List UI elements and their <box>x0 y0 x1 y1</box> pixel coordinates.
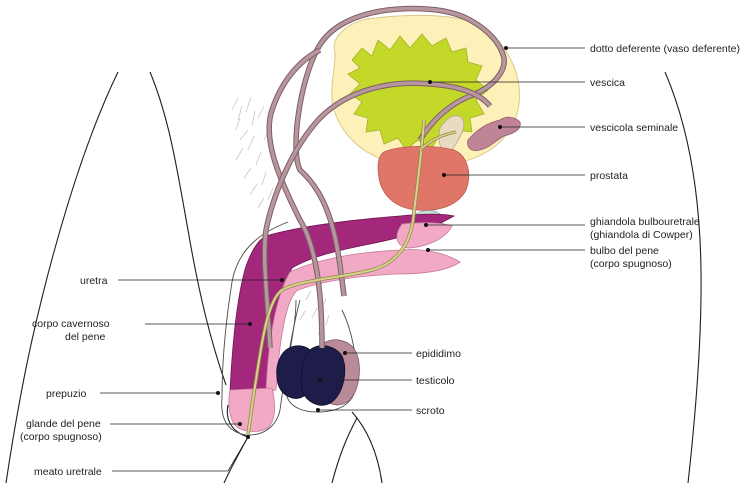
label-ghiandola-cowper: (ghiandola di Cowper) <box>590 229 693 241</box>
label-vescica: vescica <box>590 77 625 89</box>
label-glande-sub: (corpo spugnoso) <box>20 431 102 443</box>
label-bulbo-pene: bulbo del pene <box>590 245 659 257</box>
labels-left: uretra corpo cavernoso del pene prepuzio… <box>20 275 110 478</box>
label-vescicola-seminale: vescicola seminale <box>590 122 678 134</box>
testis-group <box>277 340 360 405</box>
label-scroto: scroto <box>416 405 445 417</box>
label-meato: meato uretrale <box>34 466 102 478</box>
label-glande: glande del pene <box>26 418 101 430</box>
label-prepuzio: prepuzio <box>46 388 86 400</box>
label-dotto-deferente: dotto deferente (vaso deferente) <box>590 43 740 55</box>
label-uretra: uretra <box>80 275 108 287</box>
label-prostata: prostata <box>590 170 628 182</box>
label-bulbo-pene-sub: (corpo spugnoso) <box>590 258 672 270</box>
label-corpo-cavernoso-sub: del pene <box>65 331 105 343</box>
label-testicolo: testicolo <box>416 375 455 387</box>
label-ghiandola-bulbouretrale: ghiandola bulbouretrale <box>590 216 700 228</box>
label-corpo-cavernoso: corpo cavernoso <box>32 318 110 330</box>
prostate <box>378 146 469 210</box>
label-epididimo: epididimo <box>416 348 461 360</box>
